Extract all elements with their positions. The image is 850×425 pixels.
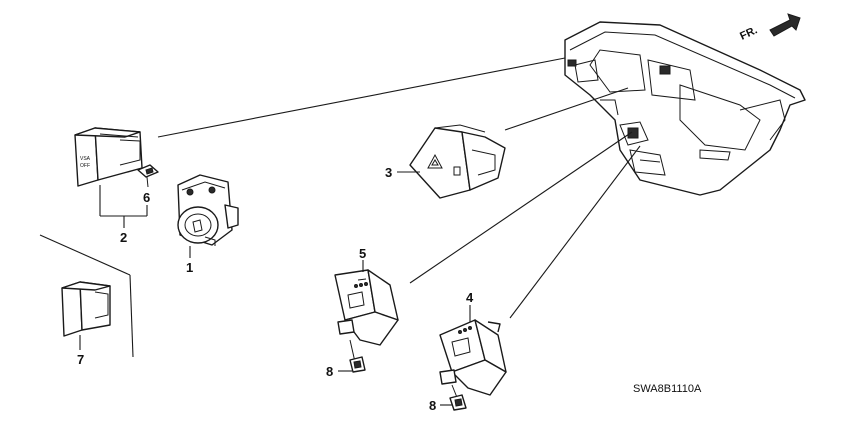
switch-5 xyxy=(334,269,399,346)
screw-8-lower xyxy=(449,384,467,411)
leader-lines xyxy=(157,57,641,319)
drawing-code: SWA8B1110A xyxy=(633,383,702,395)
vsa-off-switch: VSA OFF xyxy=(74,127,143,187)
callout-8-upper: 8 xyxy=(326,364,333,379)
screw-6 xyxy=(137,164,159,188)
front-arrow-icon xyxy=(769,13,801,37)
front-label: FR. xyxy=(738,24,759,42)
inset-border xyxy=(39,234,134,358)
callouts: 1 2 3 4 5 6 7 8 8 xyxy=(77,165,474,413)
callout-6: 6 xyxy=(143,190,150,205)
callout-1: 1 xyxy=(186,260,193,275)
front-direction-indicator: FR. xyxy=(738,13,801,43)
dashboard-assembly xyxy=(564,21,806,196)
hazard-switch xyxy=(409,124,506,199)
callout-5: 5 xyxy=(359,246,366,261)
callout-8-lower: 8 xyxy=(429,398,436,413)
hazard-triangle-icon xyxy=(427,153,443,169)
off-label: OFF xyxy=(80,163,90,169)
callout-2: 2 xyxy=(120,230,127,245)
mirror-switch xyxy=(177,174,239,246)
vsa-label: VSA xyxy=(80,156,91,162)
switch-4 xyxy=(439,319,507,396)
screw-8-upper xyxy=(349,339,366,373)
callout-3: 3 xyxy=(385,165,392,180)
blank-cover xyxy=(61,281,111,337)
callout-4: 4 xyxy=(466,290,474,305)
callout-7: 7 xyxy=(77,352,84,367)
